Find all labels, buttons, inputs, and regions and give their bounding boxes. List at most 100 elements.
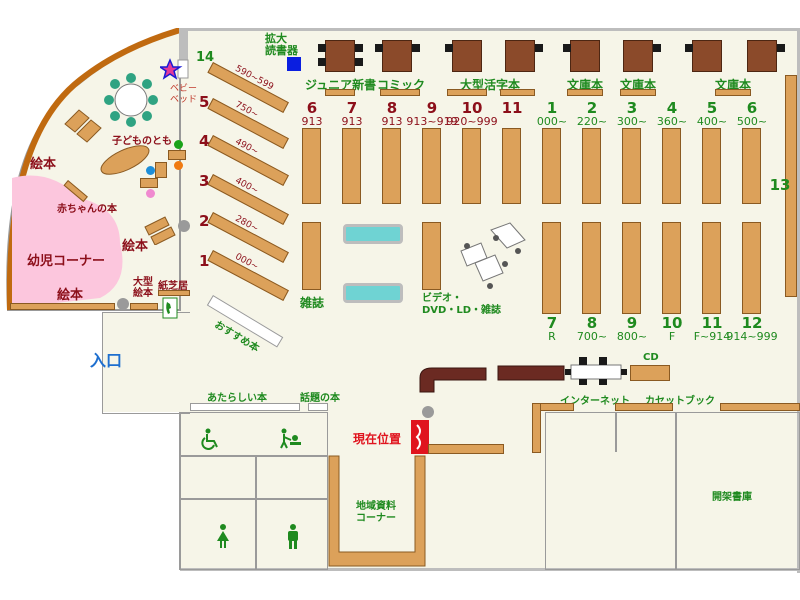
picture-book-shelf-1 — [64, 109, 102, 143]
topic-books-shelf — [308, 403, 328, 411]
shelf-bottom-1 — [542, 222, 561, 314]
pillar — [178, 220, 190, 232]
shelf-13-number: 13 — [769, 176, 791, 194]
kids-friends-label: 子どものとも — [112, 136, 172, 147]
shelf-13 — [785, 75, 797, 297]
local-desk — [428, 444, 504, 454]
internet-shelf-1 — [540, 403, 574, 411]
new-books-shelf — [190, 403, 300, 411]
chair — [777, 44, 785, 52]
picture-books-label-1: 絵本 — [30, 157, 57, 172]
shelf-bottom-number: 8 — [586, 314, 598, 332]
desk-2 — [382, 40, 412, 72]
topic-books-label: 話題の本 — [300, 393, 340, 404]
desk-1 — [325, 40, 355, 72]
desk-4 — [505, 40, 535, 72]
local-materials-shelf — [328, 455, 426, 567]
shelf-top-range: 920~999 — [446, 115, 498, 128]
comic-label: コミック — [377, 78, 426, 92]
shelf-top-11 — [702, 128, 721, 204]
desk-5 — [570, 40, 600, 72]
shelf-bottom-3 — [622, 222, 641, 314]
bunko-label-3: 文庫本 — [715, 78, 752, 92]
chair — [535, 44, 543, 52]
shelf-top-range: 220~ — [576, 115, 608, 128]
picture-book-shelf-2 — [144, 216, 176, 245]
cassette-shelf — [615, 403, 673, 411]
chair — [318, 44, 326, 52]
chair — [375, 44, 383, 52]
shelf-top-number: 9 — [426, 99, 438, 117]
shelf-top-3 — [382, 128, 401, 204]
shelf-top-number: 6 — [746, 99, 758, 117]
shelf-top-8 — [582, 128, 601, 204]
pillar — [422, 406, 434, 418]
bunko-label-2: 文庫本 — [620, 78, 657, 92]
lower-floor — [180, 400, 800, 570]
male-restroom-icon — [288, 524, 298, 549]
shelf-bottom-number: 11 — [701, 314, 723, 332]
shelf-bottom-range: 914~999 — [726, 330, 778, 343]
closed-stacks-label: 開架書庫 — [712, 492, 752, 503]
diagonal-shelf-number: 5 — [199, 93, 210, 111]
kamishibai-label: 紙芝居 — [158, 281, 188, 292]
room-line-5 — [675, 412, 677, 570]
phone-icon[interactable] — [162, 297, 178, 319]
counter — [419, 365, 565, 393]
room-line-2 — [180, 498, 328, 500]
cd-label: CD — [643, 352, 659, 363]
desk-3 — [452, 40, 482, 72]
kids-chair-orange — [174, 161, 183, 170]
shelf-bottom-range: R — [548, 330, 556, 343]
shelf-top-range: 360~ — [656, 115, 688, 128]
kids-chair-pink — [146, 189, 155, 198]
shelf-bottom-number: 10 — [661, 314, 683, 332]
large-type-label: 大型活字本 — [460, 78, 521, 92]
shelf-top-range: 913 — [381, 115, 403, 128]
chair — [412, 44, 420, 52]
video-label: ビデオ・ DVD・LD・雑誌 — [422, 293, 502, 316]
shelf-top-1 — [302, 128, 321, 204]
cassette-books-label: カセットブック — [645, 396, 715, 407]
bunko-shelf-2 — [620, 89, 656, 96]
bottom-left-shelf-1 — [10, 303, 115, 310]
wall-entrance — [102, 312, 190, 414]
large-type-shelf-2 — [500, 89, 535, 96]
entrance-label: 入口 — [90, 351, 123, 370]
shelf-bottom-range: F~914 — [693, 330, 731, 343]
big-picture-books-label: 大型 絵本 — [133, 277, 153, 299]
kids-chair-green — [174, 140, 183, 149]
shelf-top-number: 1 — [546, 99, 558, 117]
children-area — [6, 28, 181, 311]
internet-shelf-2 — [532, 403, 541, 453]
shelf-bottom-4 — [662, 222, 681, 314]
shelf-top-12 — [742, 128, 761, 204]
desk-6 — [623, 40, 653, 72]
shelf-bottom-number: 12 — [741, 314, 763, 332]
shelf-bottom-number: 9 — [626, 314, 638, 332]
shelf-top-range: 300~ — [616, 115, 648, 128]
room-restroom — [180, 412, 328, 570]
baby-books-label: 赤ちゃんの本 — [57, 204, 117, 215]
shelf-top-range: 000~ — [536, 115, 568, 128]
large-print-reader[interactable] — [287, 57, 301, 71]
diagonal-shelf-number: 3 — [199, 172, 210, 190]
right-shelf — [720, 403, 800, 411]
baby-bed-icon[interactable] — [160, 58, 190, 82]
baby-care-icon — [280, 428, 301, 449]
chair — [445, 44, 453, 52]
kids-table-3 — [155, 162, 167, 178]
shelf-top-number: 11 — [501, 99, 523, 117]
shelf-top-4 — [422, 128, 441, 204]
shelf-top-number: 4 — [666, 99, 678, 117]
sofa-1 — [343, 224, 403, 244]
chair — [685, 44, 693, 52]
shelf-top-9 — [622, 128, 641, 204]
junior-books-shelf — [325, 89, 355, 96]
chair — [318, 58, 326, 66]
diagonal-shelf-number: 14 — [196, 50, 215, 65]
chair — [653, 44, 661, 52]
shelf-top-number: 6 — [306, 99, 318, 117]
kamishibai-shelf — [158, 290, 190, 296]
current-location-marker — [411, 420, 429, 454]
